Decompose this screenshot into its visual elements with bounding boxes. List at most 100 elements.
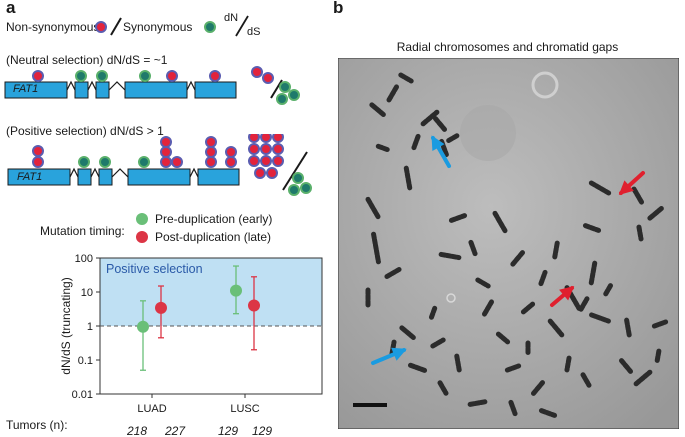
chromosome — [371, 231, 381, 265]
exon-2 — [74, 81, 89, 99]
exon-4 — [124, 81, 188, 99]
tumor-count: 227 — [164, 424, 186, 437]
nonsyn-dot — [251, 66, 263, 78]
chromosome — [538, 269, 548, 287]
chromosome — [369, 102, 387, 118]
intron-2 — [87, 80, 97, 91]
chromosome — [654, 348, 662, 364]
red-arrow-head — [559, 286, 575, 301]
chromosome — [619, 358, 633, 374]
nonsyn-legend-label: Non-synonymous — [6, 20, 100, 34]
scale-bar — [353, 403, 387, 407]
chromosome — [588, 180, 612, 196]
y-tick-label: 0.01 — [72, 389, 93, 401]
timing-legend-dots — [136, 213, 148, 243]
neutral-gene-label: FAT1 — [13, 83, 39, 95]
chromosome — [454, 353, 462, 373]
nonsyn-dot — [32, 145, 44, 157]
nonsyn-dot — [166, 70, 178, 82]
nonsyn-dot — [248, 134, 260, 143]
syn-dot — [96, 70, 108, 82]
chromosome — [399, 325, 417, 341]
legend-slash — [110, 17, 122, 36]
chromosome — [446, 133, 460, 143]
exon-5 — [194, 81, 237, 99]
chromosome — [510, 249, 526, 267]
bubble — [531, 71, 559, 99]
exon-3 — [95, 81, 110, 99]
nonsyn-dot — [248, 155, 260, 167]
intron-1 — [69, 167, 79, 178]
chromosome — [433, 116, 447, 132]
panel-a-letter: a — [6, 0, 16, 17]
intron-3 — [111, 168, 129, 178]
chromosome — [531, 380, 545, 396]
chromosome — [438, 251, 462, 261]
chromosome — [589, 312, 611, 324]
nonsyn-dot — [225, 146, 237, 158]
x-tick-label: LUSC — [230, 403, 259, 415]
nonsyn-dot — [205, 156, 217, 168]
tumor-count: 129 — [218, 424, 238, 437]
intron-4 — [186, 80, 196, 91]
nonsyn-dot — [272, 134, 284, 143]
chromosome — [582, 223, 602, 233]
nonsyn-dot — [205, 136, 217, 148]
nonsyn-legend-dot — [95, 21, 107, 33]
post-legend-dot — [136, 231, 148, 243]
y-tick-label: 1 — [87, 321, 93, 333]
dnds-numerator: dN — [224, 12, 239, 24]
chromosome — [580, 372, 592, 388]
chromosome — [482, 299, 494, 317]
intron-2 — [90, 167, 100, 178]
timing-post-label: Post-duplication (late) — [155, 230, 272, 244]
positive-gene-label: FAT1 — [17, 171, 43, 183]
nonsyn-dot — [32, 156, 44, 168]
tumors-label: Tumors (n): — [6, 418, 68, 432]
neutral-gene-diagram — [4, 66, 300, 105]
micrograph-background — [338, 58, 679, 429]
chromosome — [398, 72, 414, 84]
data-point — [248, 299, 260, 312]
chromosome — [448, 213, 468, 223]
timing-label: Mutation timing: — [40, 224, 125, 238]
chromosome — [603, 283, 613, 297]
tumor-count: 218 — [126, 424, 147, 437]
chromosome — [495, 331, 511, 345]
syn-dot — [276, 93, 288, 105]
positive-gene-diagram — [7, 134, 312, 196]
red-arrow-head — [618, 180, 634, 196]
exon-5 — [197, 168, 240, 186]
chromosome — [588, 260, 598, 286]
y-tick-label: 10 — [81, 287, 93, 299]
syn-dot — [288, 89, 300, 101]
chromosome — [428, 305, 438, 321]
intron-3 — [108, 81, 126, 91]
bubble — [446, 293, 456, 303]
ratio-slash — [270, 79, 283, 99]
chromosome — [407, 362, 429, 374]
dnds-denominator: dS — [247, 26, 261, 38]
positive-title: (Positive selection) dN/dS > 1 — [6, 124, 164, 138]
syn-dot — [99, 156, 111, 168]
data-point — [230, 284, 242, 297]
chromosome — [386, 83, 400, 103]
nonsyn-dot — [248, 143, 260, 155]
timing-pre-label: Pre-duplication (early) — [155, 212, 273, 226]
data-point — [155, 301, 167, 314]
syn-dot — [292, 172, 304, 184]
chromosome — [633, 369, 653, 387]
neutral-title: (Neutral selection) dN/dS = ~1 — [6, 53, 168, 67]
syn-dot — [138, 156, 150, 168]
nonsyn-dot — [260, 155, 272, 167]
syn-dot — [300, 182, 312, 194]
blue-arrow-head — [431, 135, 445, 152]
nonsyn-dot — [205, 146, 217, 158]
chromosome — [578, 296, 590, 312]
syn-dot — [75, 70, 87, 82]
nonsyn-dot — [266, 167, 278, 179]
dnds-slash — [235, 15, 249, 37]
pre-legend-dot — [136, 213, 148, 225]
annotation-text: Positive selection — [106, 262, 203, 276]
syn-dot — [288, 184, 300, 196]
